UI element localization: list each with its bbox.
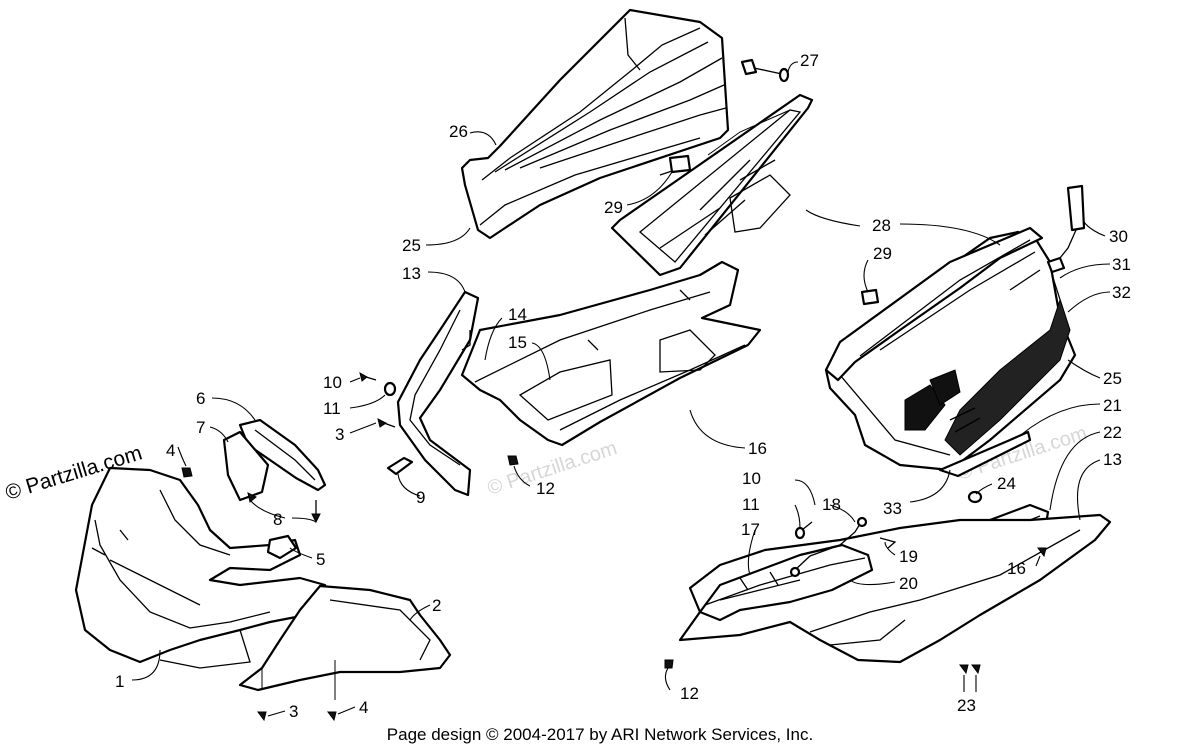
callout-33: 33 <box>883 499 902 518</box>
callout-4-bottom: 4 <box>359 698 368 717</box>
callout-22: 22 <box>1103 423 1122 442</box>
callout-12-right: 12 <box>680 684 699 703</box>
callout-21: 21 <box>1103 396 1122 415</box>
callout-7: 7 <box>196 418 205 437</box>
part-7-side-plate <box>222 430 270 502</box>
callout-3-bottom: 3 <box>289 702 298 721</box>
callout-10-right: 10 <box>742 469 761 488</box>
callout-31: 31 <box>1112 255 1131 274</box>
part-21-strip <box>938 430 1032 478</box>
callout-12-center: 12 <box>536 479 555 498</box>
part-29-tab-upper <box>668 154 692 174</box>
callout-4-top: 4 <box>166 441 175 460</box>
callout-5: 5 <box>316 550 325 569</box>
callout-15: 15 <box>508 333 527 352</box>
part-1-nose-cone <box>74 466 327 669</box>
part-14-center-panel <box>460 260 762 447</box>
callout-14: 14 <box>508 305 527 324</box>
part-18-cable <box>789 516 868 578</box>
callout-25-right: 25 <box>1103 369 1122 388</box>
part-30-handle-strap <box>1046 184 1086 274</box>
part-29-tab-lower <box>860 288 880 306</box>
callout-17: 17 <box>741 520 760 539</box>
callout-16-right: 16 <box>1007 559 1026 578</box>
callout-3-center: 3 <box>335 425 344 444</box>
callout-10-center: 10 <box>323 373 342 392</box>
callouts: 26 27 29 25 28 29 30 31 32 25 21 22 13 3… <box>115 51 1131 721</box>
callout-27: 27 <box>800 51 819 70</box>
callout-13-right: 13 <box>1103 450 1122 469</box>
callout-1: 1 <box>115 672 124 691</box>
callout-23: 23 <box>957 696 976 715</box>
part-27-fastener <box>740 58 790 83</box>
hardware-center-left <box>359 371 519 466</box>
callout-25-upper: 25 <box>402 236 421 255</box>
part-13-belly-pan-right <box>678 513 1112 664</box>
part-13-side-panel-left <box>396 290 480 497</box>
callout-28: 28 <box>872 216 891 235</box>
callout-11-right: 11 <box>742 495 760 514</box>
copyright-footer: Page design © 2004-2017 by ARI Network S… <box>387 725 813 744</box>
callout-18: 18 <box>822 495 841 514</box>
hardware-8-4-front <box>181 467 321 524</box>
callout-19: 19 <box>899 547 918 566</box>
part-28-seat-pad-right <box>824 226 1044 382</box>
callout-29-right: 29 <box>873 244 892 263</box>
callout-30: 30 <box>1109 227 1128 246</box>
part-6-front-bracket <box>238 418 327 492</box>
callout-20: 20 <box>899 574 918 593</box>
callout-32: 32 <box>1112 283 1131 302</box>
leader-lines <box>131 61 1111 717</box>
callout-26: 26 <box>449 122 468 141</box>
part-26-upper-shell <box>460 8 730 240</box>
hardware-right <box>664 521 1047 675</box>
hardware-3-4-bottom <box>257 711 337 722</box>
callout-11-center: 11 <box>323 399 341 418</box>
part-2-belly-plate <box>238 584 452 700</box>
callout-6: 6 <box>196 389 205 408</box>
callout-24: 24 <box>997 474 1016 493</box>
callout-9: 9 <box>416 488 425 507</box>
callout-2: 2 <box>432 596 441 615</box>
part-9-clip <box>386 456 414 476</box>
part-5-nose-trim <box>266 534 298 560</box>
part-28-seat-pad-upper <box>610 93 814 277</box>
part-32-decal-graphic <box>904 267 1071 456</box>
callout-29-upper: 29 <box>604 198 623 217</box>
callout-8: 8 <box>273 510 282 529</box>
callout-13-left: 13 <box>402 264 421 283</box>
callout-16-center: 16 <box>748 439 767 458</box>
